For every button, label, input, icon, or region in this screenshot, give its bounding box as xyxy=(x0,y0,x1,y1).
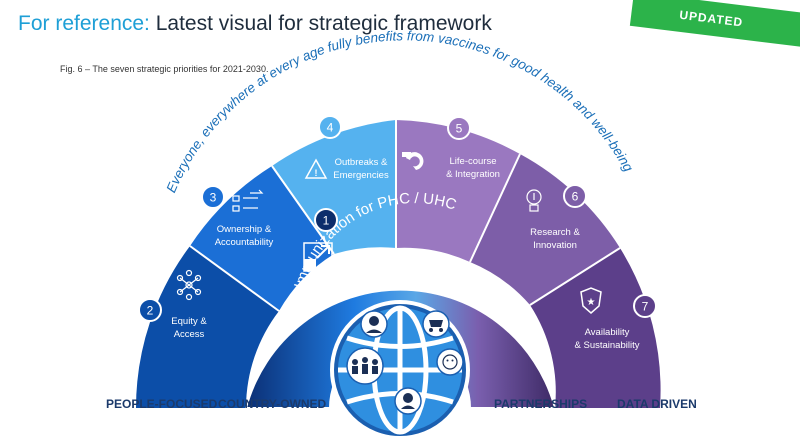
sector-separators xyxy=(189,120,621,312)
expand-icon xyxy=(303,242,333,272)
priority-5-line1: Life-course xyxy=(450,156,497,167)
lightbulb-icon xyxy=(526,189,542,212)
shield-star-icon: ★ xyxy=(580,287,602,314)
priority-4-line2: Emergencies xyxy=(333,170,389,181)
person-head-icon xyxy=(394,387,422,415)
elderly-person-icon xyxy=(360,310,388,338)
priority-5-badge: 5 xyxy=(447,116,471,140)
priority-7-line2: & Sustainability xyxy=(575,340,640,351)
principle-people-focused: PEOPLE-FOCUSED xyxy=(106,397,218,411)
svg-text:6: 6 xyxy=(572,190,579,204)
sector-life-course xyxy=(396,120,520,262)
network-icon xyxy=(176,269,202,301)
priority-7-line1: Availability xyxy=(585,327,630,338)
principle-data-driven: DATA DRIVEN xyxy=(617,397,697,411)
priority-1-badge: 1 xyxy=(314,208,338,232)
priority-6-line2: Innovation xyxy=(533,240,577,251)
svg-text:7: 7 xyxy=(642,300,649,314)
priority-4-line1: Outbreaks & xyxy=(335,157,388,168)
svg-text:★: ★ xyxy=(587,297,596,308)
svg-text:2: 2 xyxy=(147,304,154,318)
cycle-icon xyxy=(402,152,424,170)
priority-7-badge: 7 xyxy=(633,294,657,318)
stroller-icon xyxy=(422,310,450,338)
checklist-icon xyxy=(232,189,264,212)
sector-equity-access xyxy=(136,246,279,408)
priority-2-line1: Equity & xyxy=(171,316,207,327)
svg-text:5: 5 xyxy=(456,122,463,136)
sector-ownership xyxy=(190,166,334,311)
priority-5-line2: & Integration xyxy=(446,169,500,180)
family-icon xyxy=(346,347,384,385)
principle-partnerships: PARTNERSHIPS xyxy=(494,397,588,411)
priority-3-badge: 3 xyxy=(201,185,225,209)
priority-4-badge: 4 xyxy=(318,115,342,139)
priority-2-badge: 2 xyxy=(138,298,162,322)
svg-text:1: 1 xyxy=(323,214,330,228)
sector-outbreaks xyxy=(272,120,396,254)
page-title: For reference: Latest visual for strateg… xyxy=(18,12,492,36)
svg-text:!: ! xyxy=(315,168,318,178)
priority-6-badge: 6 xyxy=(563,184,587,208)
title-prefix: For reference: xyxy=(18,12,150,35)
svg-text:3: 3 xyxy=(210,191,217,205)
priority-3-line1: Ownership & xyxy=(217,224,272,235)
priority-3-line2: Accountability xyxy=(215,237,274,248)
baby-icon xyxy=(436,348,464,376)
priority-2-line2: Access xyxy=(174,329,205,340)
priority-6-line1: Research & xyxy=(530,227,580,238)
sector-availability xyxy=(530,248,661,408)
svg-text:4: 4 xyxy=(327,121,334,135)
principle-country-owned: COUNTRY-OWNED xyxy=(218,397,327,411)
title-main: Latest visual for strategic framework xyxy=(155,12,492,35)
sector-research xyxy=(470,154,620,305)
figure-caption: Fig. 6 – The seven strategic priorities … xyxy=(60,64,269,74)
warning-icon: ! xyxy=(304,158,328,179)
